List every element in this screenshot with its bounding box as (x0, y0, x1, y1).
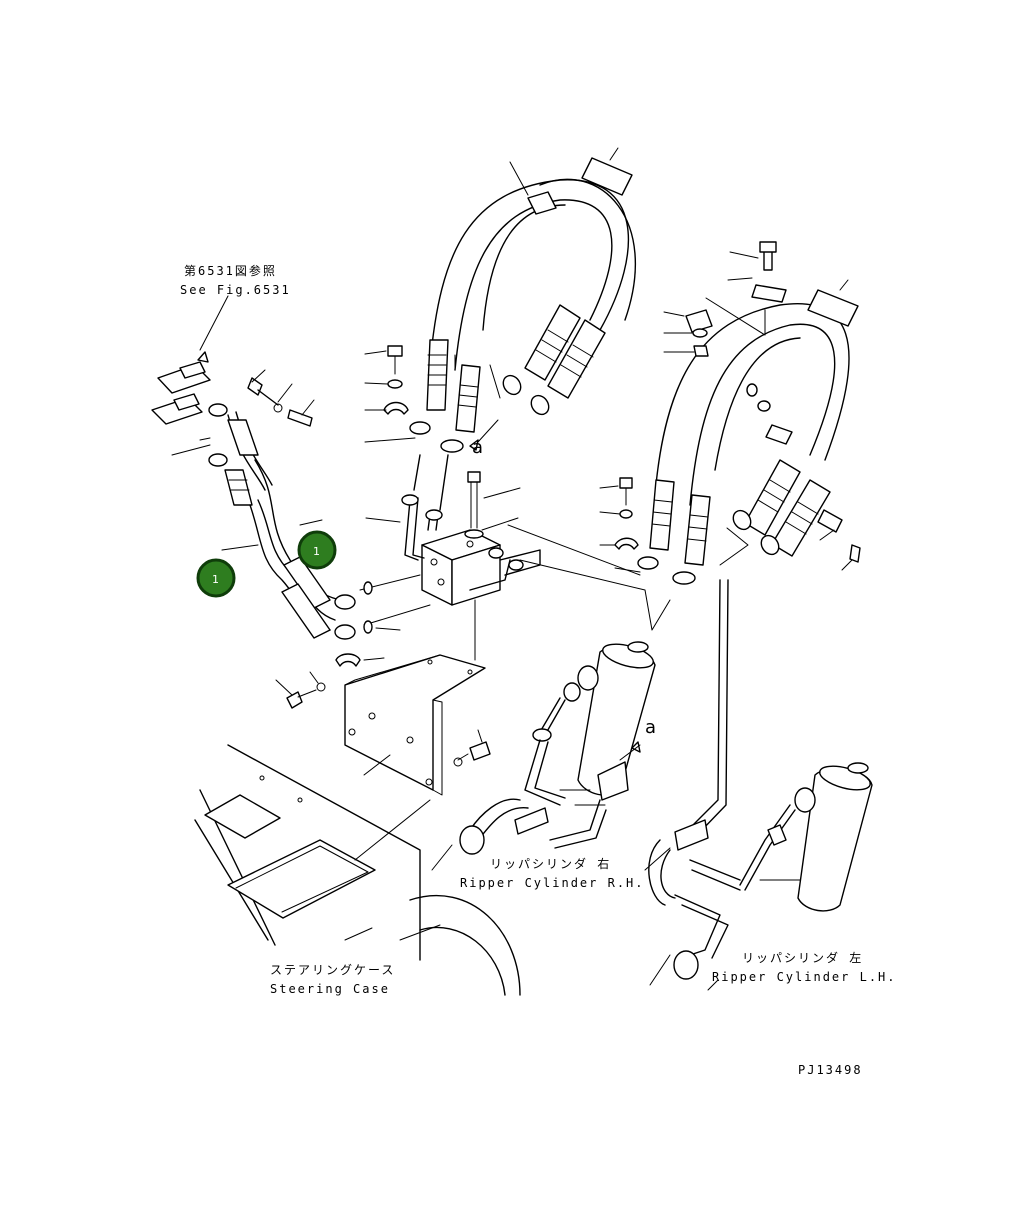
part-callout-1-left[interactable]: 1 (196, 558, 236, 598)
mounting-bracket (344, 654, 491, 796)
hose-sleeve (426, 304, 606, 433)
left-hose-assembly (151, 295, 385, 709)
callout-circle[interactable] (196, 558, 236, 598)
valve-block (359, 454, 671, 661)
see-fig-label-en: See Fig.6531 (180, 283, 291, 297)
part-callout-1-right[interactable]: 1 (297, 530, 337, 570)
callout-number: 1 (212, 573, 219, 586)
ripper-cylinder-left (644, 579, 873, 991)
ripper-cylinder-right (431, 641, 656, 871)
ripper-lh-label-jp: リッパシリンダ 左 (742, 950, 863, 965)
callout-circle[interactable] (297, 530, 337, 570)
drawing-code: PJ13498 (798, 1063, 863, 1077)
steering-case-label-jp: ステアリングケース (270, 963, 395, 977)
view-mark-a-lower: a (645, 717, 656, 738)
view-mark-a-upper: a (472, 437, 483, 458)
ripper-rh-label-en: Ripper Cylinder R.H. (460, 876, 645, 890)
steering-case-label-en: Steering Case (270, 982, 390, 996)
upper-hose-loop-left-ripper (599, 241, 861, 585)
ripper-lh-label-en: Ripper Cylinder L.H. (712, 970, 897, 984)
steering-case (194, 744, 521, 996)
ripper-rh-label-jp: リッパシリンダ 右 (490, 856, 611, 871)
see-fig-label-jp: 第6531図参照 (184, 263, 277, 278)
upper-hose-loop-right-ripper (364, 147, 636, 453)
callout-number: 1 (313, 545, 320, 558)
